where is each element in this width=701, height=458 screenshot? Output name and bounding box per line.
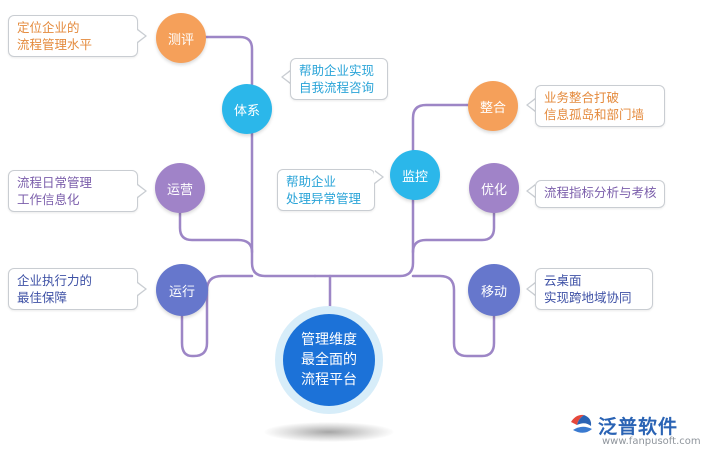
link-youhua (411, 210, 496, 254)
note-yunying-line1: 流程日常管理 (17, 175, 93, 190)
note-yunying-line2: 工作信息化 (17, 192, 80, 207)
center-line-2: 最全面的 (301, 352, 357, 368)
note-zhenghe-pointer (526, 98, 536, 112)
node-yidong: 移动 (468, 264, 520, 316)
note-youhua-pointer (526, 184, 536, 198)
brand-logo-icon (571, 414, 592, 433)
node-ceping: 测评 (156, 13, 206, 63)
note-yunxing-line1: 企业执行力的 (17, 273, 93, 288)
note-zhenghe-line2: 信息孤岛和部门墙 (544, 107, 645, 122)
link-center-left (313, 274, 332, 308)
note-yidong: 云桌面 实现跨地域协同 (535, 268, 653, 310)
note-tixi: 帮助企业实现 自我流程咨询 (290, 58, 388, 100)
note-jiankong: 帮助企业 处理异常管理 (277, 169, 375, 211)
link-trunk-yunxing (205, 274, 254, 292)
note-yunying-pointer (137, 184, 147, 198)
node-zhenghe: 整合 (468, 81, 518, 131)
node-tixi: 体系 (222, 84, 272, 134)
note-yunying: 流程日常管理 工作信息化 (8, 170, 138, 212)
node-youhua-label: 优化 (480, 182, 507, 198)
note-jiankong-pointer (374, 170, 384, 184)
node-zhenghe-label: 整合 (479, 100, 506, 116)
brand-logo: 泛普软件 www.fanpusoft.com (568, 412, 701, 452)
note-ceping: 定位企业的 流程管理水平 (8, 15, 138, 57)
note-yidong-line1: 云桌面 (544, 273, 582, 288)
link-ceping-trunk (204, 35, 317, 278)
note-tixi-line1: 帮助企业实现 (299, 63, 375, 78)
brand-logo-name: 泛普软件 (598, 416, 679, 438)
note-tixi-line2: 自我流程咨询 (299, 80, 375, 95)
node-yunxing: 运行 (156, 264, 208, 316)
node-youhua: 优化 (469, 163, 519, 213)
node-jiankong: 监控 (390, 150, 440, 200)
note-ceping-line1: 定位企业的 (17, 20, 80, 35)
node-ceping-label: 测评 (167, 32, 194, 48)
note-youhua-line1: 流程指标分析与考核 (544, 185, 657, 200)
center-line-1: 管理维度 (301, 332, 357, 348)
note-yunxing-pointer (137, 282, 147, 296)
note-zhenghe-line1: 业务整合打破 (544, 90, 620, 105)
node-yunxing-label: 运行 (168, 284, 195, 300)
link-yunxing (180, 288, 209, 358)
note-tixi-pointer (281, 70, 291, 84)
note-jiankong-line1: 帮助企业 (286, 174, 337, 189)
brand-logo-url: www.fanpusoft.com (602, 436, 701, 447)
center-hub-shadow (264, 422, 394, 442)
node-yidong-label: 移动 (480, 284, 507, 300)
note-ceping-pointer (137, 29, 147, 43)
note-yidong-pointer (526, 282, 536, 296)
center-hub: 管理维度 最全面的 流程平台 (283, 314, 375, 406)
link-yunying (178, 210, 254, 254)
link-yidong (411, 274, 496, 358)
center-line-3: 流程平台 (301, 372, 357, 388)
note-youhua: 流程指标分析与考核 (535, 180, 665, 208)
note-ceping-line2: 流程管理水平 (17, 37, 93, 52)
note-zhenghe: 业务整合打破 信息孤岛和部门墙 (535, 85, 665, 127)
node-jiankong-label: 监控 (401, 169, 428, 185)
node-yunying-label: 运营 (166, 182, 193, 198)
note-yunxing-line2: 最佳保障 (17, 290, 68, 305)
note-jiankong-line2: 处理异常管理 (286, 191, 362, 206)
note-yidong-line2: 实现跨地域协同 (544, 290, 632, 305)
node-tixi-label: 体系 (233, 103, 260, 119)
node-yunying: 运营 (155, 163, 205, 213)
note-yunxing: 企业执行力的 最佳保障 (8, 268, 138, 310)
